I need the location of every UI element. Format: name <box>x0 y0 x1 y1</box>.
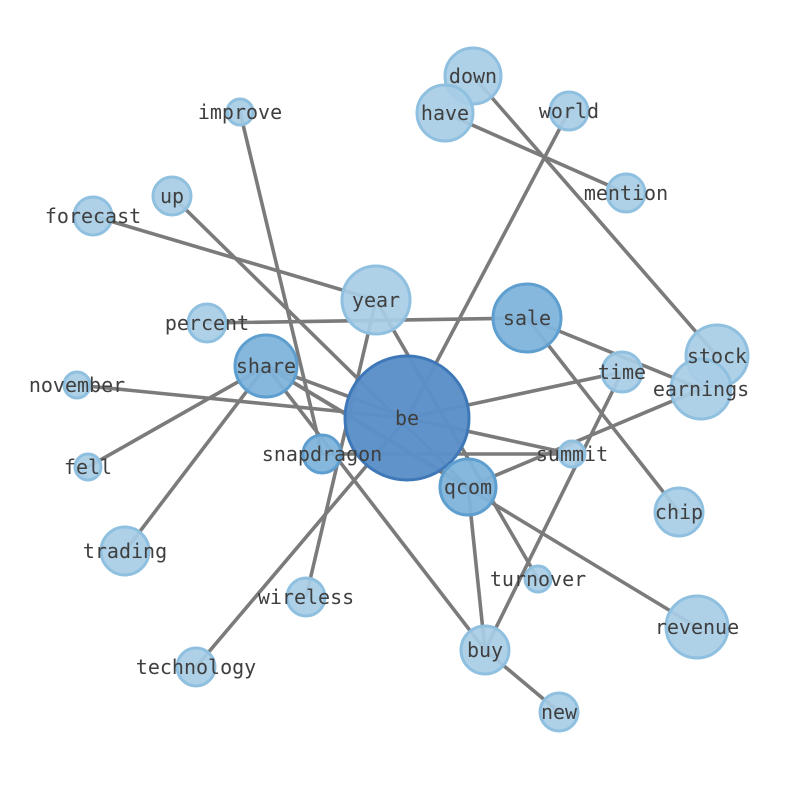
node-label-be: be <box>395 406 419 430</box>
node-turnover <box>523 564 553 594</box>
node-share <box>233 333 299 399</box>
node-label-share: share <box>236 354 296 378</box>
node-trading <box>99 525 151 577</box>
node-label-wireless: wireless <box>258 585 354 609</box>
node-label-up: up <box>160 184 184 208</box>
node-mention <box>605 172 647 214</box>
node-label-percent: percent <box>165 311 249 335</box>
node-earnings <box>669 357 733 421</box>
node-forecast <box>72 195 114 237</box>
node-snapdragon <box>301 433 343 475</box>
node-label-qcom: qcom <box>444 475 492 499</box>
node-summit <box>557 439 587 469</box>
edge-time-buy <box>483 370 624 652</box>
node-chip <box>653 486 705 538</box>
node-fell <box>73 452 103 482</box>
node-label-stock: stock <box>687 344 747 368</box>
node-sale <box>491 282 563 354</box>
node-label-down: down <box>449 64 497 88</box>
node-time <box>600 350 644 394</box>
node-label-mention: mention <box>584 181 668 205</box>
node-label-new: new <box>541 700 578 724</box>
node-revenue <box>664 594 730 660</box>
node-buy <box>459 624 511 676</box>
edge-qcom-earnings <box>466 387 703 489</box>
node-world <box>548 90 590 132</box>
node-label-snapdragon: snapdragon <box>262 442 382 466</box>
label-layer: be share sale qcom snapdragon year stock time bu… <box>29 64 749 724</box>
node-label-trading: trading <box>83 539 167 563</box>
edge-share-trading <box>123 364 268 553</box>
node-qcom <box>438 457 498 517</box>
node-label-world: world <box>539 99 599 123</box>
node-be <box>343 354 471 482</box>
node-label-chip: chip <box>655 500 703 524</box>
edge-improve-snapdragon <box>238 110 324 456</box>
node-label-turnover: turnover <box>490 567 586 591</box>
edge-share-buy <box>264 364 487 652</box>
node-up <box>151 175 193 217</box>
edge-sale-chip <box>525 316 681 514</box>
node-label-forecast: forecast <box>45 204 141 228</box>
node-label-year: year <box>352 288 400 312</box>
node-label-technology: technology <box>136 655 256 679</box>
node-november <box>62 370 92 400</box>
node-improve <box>225 97 255 127</box>
node-label-time: time <box>598 360 646 384</box>
node-label-sale: sale <box>503 306 551 330</box>
edge-down-stock <box>471 74 719 358</box>
node-have <box>415 83 475 143</box>
node-layer <box>62 46 750 733</box>
node-label-improve: improve <box>198 100 282 124</box>
node-label-fell: fell <box>64 455 112 479</box>
node-wireless <box>285 576 327 618</box>
node-year <box>340 264 412 336</box>
node-label-summit: summit <box>536 442 608 466</box>
node-technology <box>175 646 217 688</box>
edge-share-fell <box>86 364 268 469</box>
node-new <box>538 691 580 733</box>
node-label-november: november <box>29 373 125 397</box>
edge-have-mention <box>443 111 628 195</box>
node-label-revenue: revenue <box>655 615 739 639</box>
node-percent <box>186 302 228 344</box>
node-label-have: have <box>421 101 469 125</box>
node-label-buy: buy <box>467 638 503 662</box>
node-label-earnings: earnings <box>653 377 749 401</box>
